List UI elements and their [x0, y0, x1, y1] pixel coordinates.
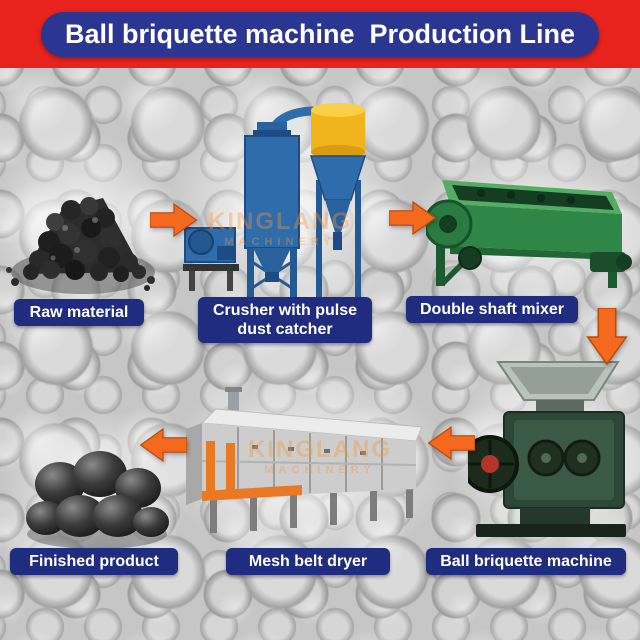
- crusher-illustration: [163, 80, 410, 325]
- double-shaft-mixer-illustration: [406, 140, 640, 312]
- arrow-left-icon: [427, 421, 475, 465]
- ball-briquette-machine-icon: [468, 361, 626, 537]
- step-label-text: dust catcher: [237, 321, 333, 339]
- page-title: Ball briquette machine Production Line: [64, 18, 576, 49]
- double-shaft-mixer-icon: [426, 180, 632, 288]
- step-label-text: Finished product: [29, 553, 159, 570]
- step-label-finished-product: Finished product: [10, 548, 178, 576]
- step-label-double-shaft-mixer: Double shaft mixer: [406, 296, 578, 324]
- step-label-ball-briquette-machine: Ball briquette machine: [426, 548, 626, 576]
- title-pill: Ball briquette machine Production Line: [40, 11, 600, 57]
- mesh-belt-dryer-icon: [186, 387, 423, 533]
- raw-material-pile-icon: [6, 197, 155, 294]
- arrow-right-icon: [150, 198, 198, 242]
- crusher-machine-icon: [183, 103, 367, 298]
- ball-briquette-machine-illustration: [448, 340, 640, 568]
- arrow-down-icon: [584, 308, 630, 366]
- step-label-text: Double shaft mixer: [419, 301, 565, 318]
- step-label-text: Ball briquette machine: [440, 553, 612, 570]
- step-label-mesh-belt-dryer: Mesh belt dryer: [226, 548, 390, 576]
- title-banner: Ball briquette machine Production Line: [0, 0, 640, 68]
- step-label-text: Raw material: [29, 304, 129, 321]
- arrow-right-icon: [389, 196, 437, 240]
- step-label-text: Crusher with pulse: [212, 302, 358, 319]
- coal-balls-icon: [26, 451, 169, 549]
- scene-background: KINGLANG MACHINERY KINGLANG MACHINERY: [0, 68, 640, 640]
- step-label-crusher: Crusher with pulse dust catcher: [198, 297, 372, 344]
- mesh-belt-dryer-illustration: [162, 365, 454, 567]
- step-label-text: Mesh belt dryer: [248, 553, 368, 570]
- step-label-raw-material: Raw material: [14, 299, 144, 327]
- arrow-left-icon: [139, 423, 187, 467]
- raw-material-illustration: [0, 130, 180, 320]
